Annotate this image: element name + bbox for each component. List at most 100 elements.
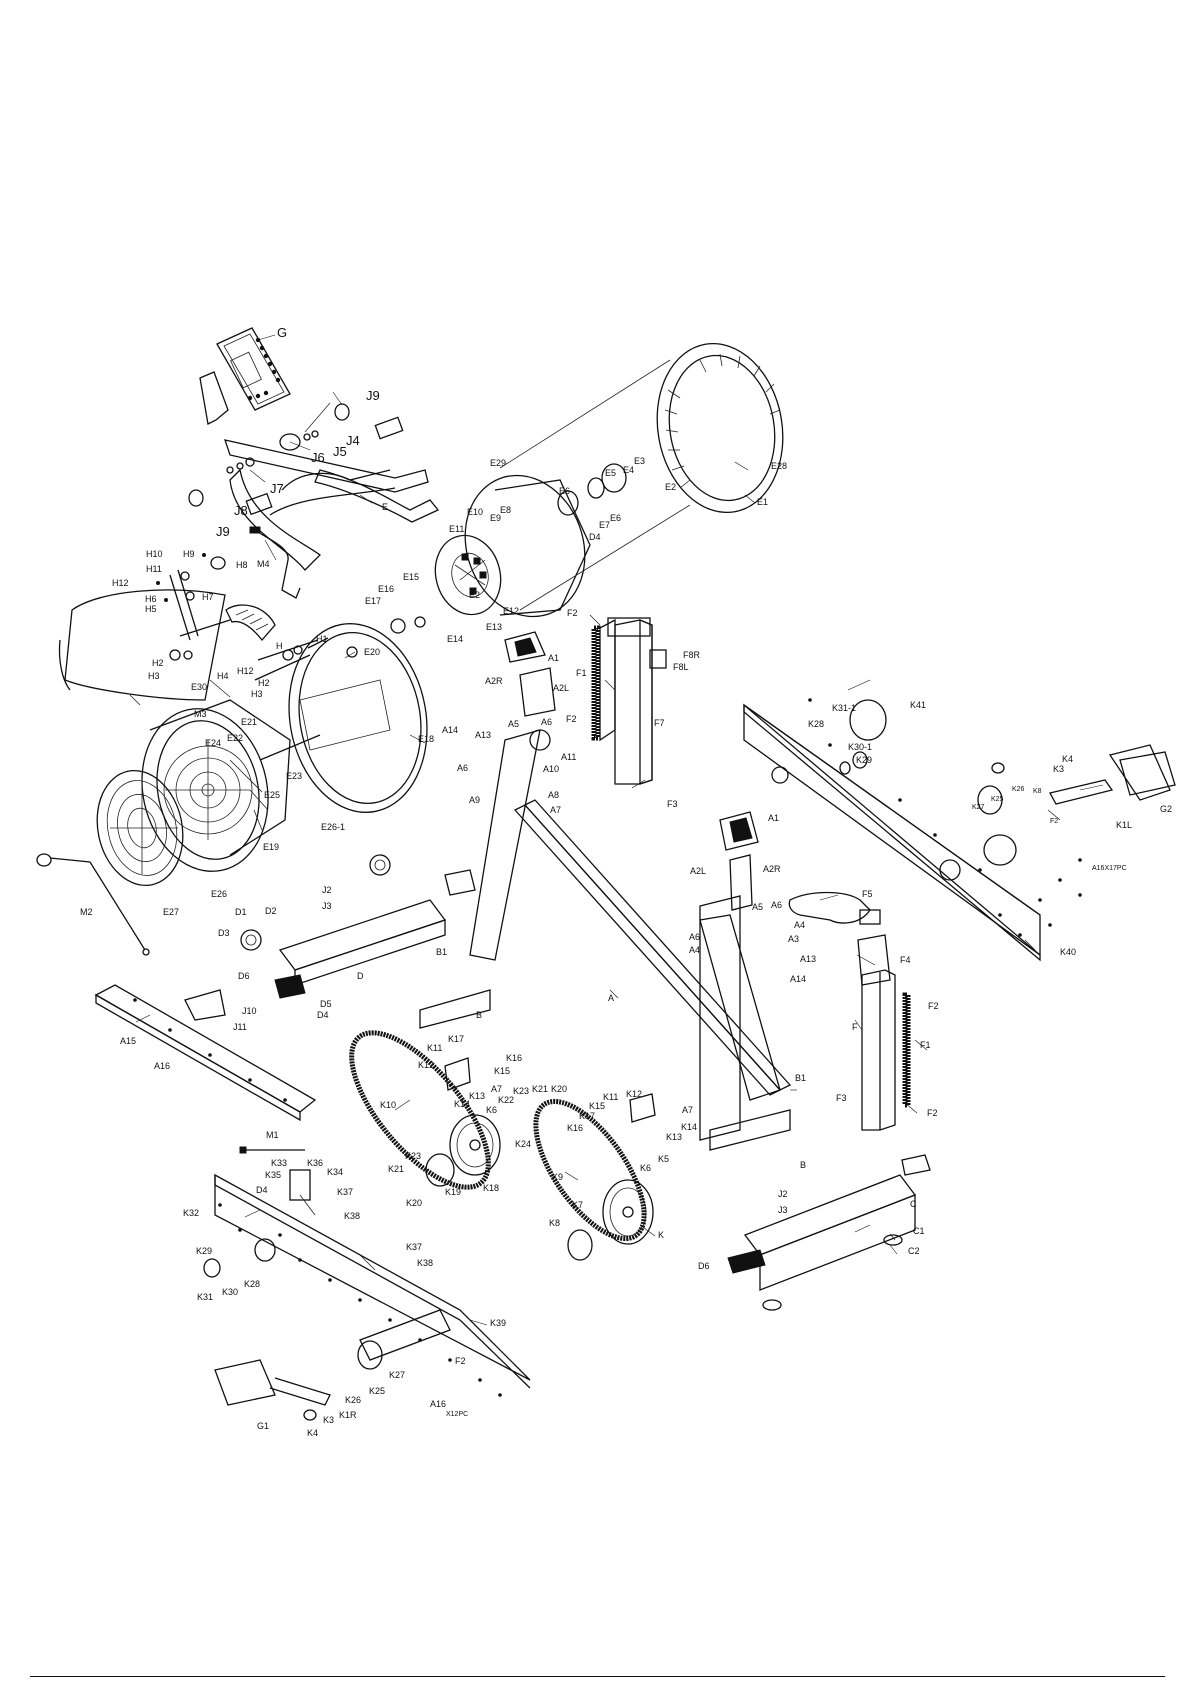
label-a6-b: A6 bbox=[457, 763, 468, 773]
bracket-a1-a2-top bbox=[504, 631, 556, 717]
label-a2r: A2R bbox=[485, 676, 503, 686]
label-k28: K28 bbox=[808, 719, 824, 729]
label-c2: C2 bbox=[908, 1246, 920, 1256]
fastener-dots bbox=[133, 698, 1082, 1397]
label-a2l: A2L bbox=[553, 683, 569, 693]
console-g bbox=[199, 327, 291, 425]
label-k13: K13 bbox=[469, 1091, 485, 1101]
label-b1-b: B1 bbox=[795, 1073, 806, 1083]
crossbar-d bbox=[240, 854, 476, 999]
label-j9-b: J9 bbox=[216, 524, 230, 539]
label-f1: F1 bbox=[576, 668, 587, 678]
label-k20-b: K20 bbox=[406, 1198, 422, 1208]
fan-housing-e25 bbox=[141, 699, 291, 872]
label-k25-b: K25 bbox=[369, 1386, 385, 1396]
label-a8: A8 bbox=[548, 790, 559, 800]
label-k3-b: K3 bbox=[323, 1415, 334, 1425]
label-f1-b: F1 bbox=[920, 1040, 931, 1050]
label-f2-e: F2 bbox=[927, 1108, 938, 1118]
label-k27-b: K27 bbox=[389, 1370, 405, 1380]
label-j3: J3 bbox=[322, 901, 332, 911]
label-k14-b: K14 bbox=[681, 1122, 697, 1132]
label-a13-b: A13 bbox=[800, 954, 816, 964]
label-k23: K23 bbox=[513, 1086, 529, 1096]
label-d6-b: D6 bbox=[698, 1261, 710, 1271]
label-e14: E14 bbox=[447, 634, 463, 644]
label-h8: H8 bbox=[236, 560, 248, 570]
label-a6-c: A6 bbox=[771, 900, 782, 910]
label-k37: K37 bbox=[337, 1187, 353, 1197]
label-e15: E15 bbox=[403, 572, 419, 582]
fan-grill-e27 bbox=[96, 769, 184, 887]
label-e21: E21 bbox=[241, 717, 257, 727]
label-j8: J8 bbox=[234, 503, 248, 518]
label-k28-b: K28 bbox=[244, 1279, 260, 1289]
label-a11: A11 bbox=[561, 752, 576, 762]
side-panel-k40 bbox=[743, 699, 1171, 962]
label-h1: H1 bbox=[316, 634, 328, 644]
label-j11: J11 bbox=[233, 1022, 247, 1032]
label-h12: H12 bbox=[112, 578, 129, 588]
label-d4-c: D4 bbox=[256, 1185, 268, 1195]
stabilizer-c bbox=[727, 1154, 931, 1311]
label-a4: A4 bbox=[794, 920, 805, 930]
page-bottom-rule bbox=[30, 1676, 1165, 1677]
label-h3-b: H3 bbox=[251, 689, 263, 699]
label-k26: K26 bbox=[1012, 786, 1025, 793]
label-k8-b: K8 bbox=[549, 1218, 560, 1228]
label-e23: E23 bbox=[286, 771, 302, 781]
flywheel-disc-e29 bbox=[390, 474, 591, 634]
label-a14: A14 bbox=[442, 725, 458, 735]
label-a15: A15 bbox=[120, 1036, 136, 1046]
label-k32: K32 bbox=[183, 1208, 199, 1218]
label-e11: E11 bbox=[449, 524, 464, 534]
handlebar-e bbox=[188, 403, 440, 571]
label-a6: A6 bbox=[541, 717, 552, 727]
label-e25: E25 bbox=[264, 790, 280, 800]
label-e10: E10 bbox=[467, 507, 483, 517]
label-b-b: B bbox=[800, 1160, 806, 1170]
label-k17: K17 bbox=[448, 1034, 464, 1044]
label-b: B bbox=[476, 1010, 482, 1020]
label-d3: D3 bbox=[218, 928, 230, 938]
label-f2-c: F2 bbox=[1050, 818, 1058, 825]
label-d2: D2 bbox=[265, 906, 277, 916]
label-k6-b: K6 bbox=[640, 1163, 651, 1173]
label-e26: E26 bbox=[211, 889, 227, 899]
label-k3: K3 bbox=[1053, 764, 1064, 774]
label-e6-b: E6 bbox=[610, 513, 621, 523]
label-e22: E22 bbox=[227, 733, 243, 743]
label-k30: K30 bbox=[222, 1287, 238, 1297]
label-d1: D1 bbox=[235, 907, 247, 917]
label-k27: K27 bbox=[972, 804, 985, 811]
label-a1-b: A1 bbox=[768, 813, 779, 823]
label-m4: M4 bbox=[257, 559, 270, 569]
label-e18: E18 bbox=[418, 734, 434, 744]
label-k12: K12 bbox=[418, 1060, 434, 1070]
label-e13: E13 bbox=[486, 622, 502, 632]
label-k30-1: K30-1 bbox=[848, 742, 872, 752]
label-j4: J4 bbox=[346, 433, 360, 448]
label-g: G bbox=[277, 325, 287, 340]
label-e5: E5 bbox=[605, 468, 616, 478]
label-k29-b: K29 bbox=[196, 1246, 212, 1256]
belt-k10-pulley-k18 bbox=[349, 1030, 501, 1190]
label-k21-b: K21 bbox=[388, 1164, 404, 1174]
label-f: F bbox=[852, 1022, 858, 1032]
label-e4: E4 bbox=[623, 465, 634, 475]
label-e20: E20 bbox=[364, 647, 380, 657]
label-e1: E1 bbox=[757, 497, 768, 507]
label-a10: A10 bbox=[543, 764, 559, 774]
label-k41: K41 bbox=[910, 700, 926, 710]
label-f2-d: F2 bbox=[928, 1001, 939, 1011]
label-e: E bbox=[382, 502, 388, 512]
label-g1: G1 bbox=[257, 1421, 269, 1431]
label-a16x17pc: A16X17PC bbox=[1092, 865, 1127, 872]
label-a14-b: A14 bbox=[790, 974, 806, 984]
label-h2: H2 bbox=[152, 658, 164, 668]
label-j2-b: J2 bbox=[778, 1189, 788, 1199]
label-a5: A5 bbox=[508, 719, 519, 729]
label-e24: E24 bbox=[205, 738, 221, 748]
label-d4: D4 bbox=[589, 532, 601, 542]
label-h9: H9 bbox=[183, 549, 195, 559]
